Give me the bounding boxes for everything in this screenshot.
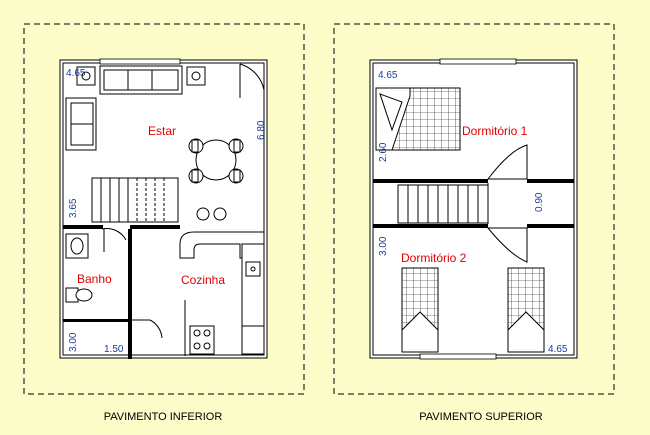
room-label-estar: Estar	[148, 124, 176, 138]
entrance-door	[239, 63, 265, 98]
dimension-label: 4.65	[378, 70, 398, 81]
plot-boundary	[333, 23, 615, 395]
plan-pavimento-inferior: Estar Banho Cozinha 4.65 6.80 3.65 3.00 …	[23, 23, 305, 423]
plan-caption: PAVIMENTO INFERIOR	[104, 411, 223, 423]
side-table-left	[76, 66, 96, 86]
dimension-label: 3.00	[68, 332, 79, 352]
dimension-label: 2.60	[378, 142, 389, 162]
side-table-right	[186, 66, 206, 86]
room-label-cozinha: Cozinha	[181, 273, 225, 287]
dimension-label: 1.50	[104, 344, 124, 355]
stove	[189, 325, 215, 355]
kitchen-door	[132, 300, 186, 356]
dimension-label: 3.00	[378, 236, 389, 256]
staircase	[91, 177, 179, 223]
room-label-dormitorio-2: Dormitório 2	[401, 251, 467, 265]
dimension-label: 4.65	[66, 68, 86, 79]
plot-boundary	[23, 23, 305, 395]
armchair	[65, 97, 97, 151]
double-bed	[375, 87, 461, 151]
single-bed	[507, 267, 545, 353]
dimension-label: 6.80	[256, 120, 267, 140]
sink	[245, 261, 261, 277]
room-label-dormitorio-1: Dormitório 1	[462, 124, 528, 138]
refrigerator	[241, 325, 265, 355]
dimension-label: 0.90	[534, 192, 545, 212]
single-bed	[401, 267, 439, 353]
staircase	[397, 184, 489, 224]
kitchen-counter	[179, 231, 265, 355]
dimension-label: 3.65	[68, 198, 79, 218]
plan-pavimento-superior: Dormitório 1 Dormitório 2 4.65 2.60 0.90…	[333, 23, 615, 423]
dining-table	[188, 138, 244, 184]
sofa	[99, 65, 183, 95]
dimension-label: 4.65	[548, 344, 568, 355]
stool	[196, 207, 210, 221]
plan-caption: PAVIMENTO SUPERIOR	[419, 411, 543, 423]
bath-fixtures	[65, 228, 127, 303]
stool	[213, 207, 227, 221]
room-label-banho: Banho	[77, 272, 112, 286]
